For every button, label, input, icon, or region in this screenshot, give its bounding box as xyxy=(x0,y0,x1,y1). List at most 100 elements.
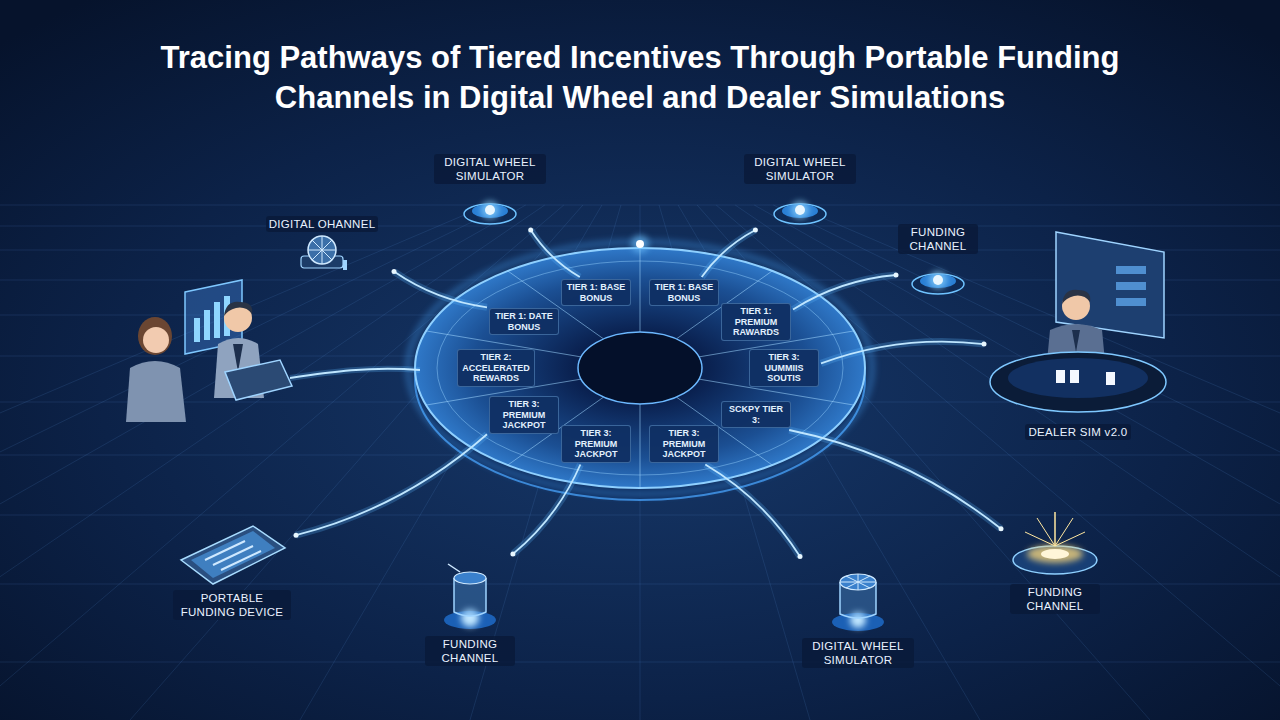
node-label: DIGITAL WHEEL SIMULATOR xyxy=(434,154,546,184)
decor-rect xyxy=(1070,370,1079,383)
decor-line xyxy=(205,541,245,560)
perspective-grid xyxy=(0,205,1280,720)
connector-line xyxy=(821,342,984,364)
decor-ellipse xyxy=(1027,545,1083,563)
decor-rect xyxy=(1116,282,1146,290)
node-label: FUNDING CHANNEL xyxy=(898,224,978,254)
channel-node: DIGITAL WHEEL SIMULATOR xyxy=(744,154,856,228)
flow-connector xyxy=(510,465,580,557)
wheel-hub xyxy=(578,332,702,404)
decor-rect xyxy=(1116,298,1146,306)
wheel-cylinder-icon xyxy=(826,558,890,638)
decor-polygon xyxy=(191,531,275,578)
decor-line xyxy=(1055,532,1085,546)
channel-icon xyxy=(460,184,520,228)
tier-label: TIER 2: ACCELERATED REWARDS xyxy=(461,352,531,384)
connector-glow xyxy=(296,434,487,535)
decor-rect xyxy=(1116,266,1146,274)
wheel-face xyxy=(415,248,865,488)
decor-line xyxy=(312,240,332,260)
node-icon xyxy=(898,254,978,298)
wheel-segment: TIER 3: PREMIUM JACKPOT xyxy=(561,425,631,463)
decor-line xyxy=(221,551,261,570)
connector-dot xyxy=(999,526,1004,531)
node-label: DIGITAL WHEEL SIMULATOR xyxy=(744,154,856,184)
connector-dot xyxy=(982,342,987,347)
decor-circle xyxy=(308,236,336,264)
decor-polygon xyxy=(181,526,285,584)
people-illustration xyxy=(126,280,420,422)
node-label: DEALER SIM v2.0 xyxy=(1025,424,1130,440)
tier-label: TIER 3: PREMIUM JACKPOT xyxy=(653,428,715,460)
decor-line xyxy=(213,546,253,565)
connector-line xyxy=(789,430,1001,529)
grid-line xyxy=(792,205,1280,720)
funding-disc-icon xyxy=(1003,494,1107,584)
decor-rect xyxy=(343,260,347,270)
flow-connector xyxy=(705,465,802,560)
node-label: PORTABLE FUNDING DEVICE xyxy=(173,590,291,620)
grid-line xyxy=(735,205,1280,720)
connector-glow xyxy=(789,430,1001,529)
dealer-illustration xyxy=(986,226,1170,422)
decor-ellipse xyxy=(912,274,964,294)
decor-line xyxy=(1054,512,1056,546)
connector-dot xyxy=(294,533,299,538)
flow-connector xyxy=(821,342,987,364)
channel-node: PORTABLE FUNDING DEVICE xyxy=(170,518,294,620)
woman-head xyxy=(143,327,169,353)
decor-ellipse xyxy=(454,572,486,584)
decor-circle xyxy=(933,275,943,285)
channel-node: FUNDING CHANNEL xyxy=(1003,494,1107,614)
decor-circle xyxy=(795,205,805,215)
grid-line xyxy=(754,205,1280,720)
wheel-divider xyxy=(640,404,641,488)
connector-line xyxy=(702,230,756,277)
connector-dot xyxy=(798,554,803,559)
node-label: DIGITAL WHEEL SIMULATOR xyxy=(802,638,914,668)
node-label: FUNDING CHANNEL xyxy=(1010,584,1100,614)
decor-ellipse xyxy=(1041,549,1069,559)
flow-connector xyxy=(528,228,580,278)
tier-label: TIER 1: BASE BONUS xyxy=(653,282,715,303)
flow-connector xyxy=(793,273,899,310)
grid-line xyxy=(0,205,526,720)
wheel-segment: TIER 1: DATE BONUS xyxy=(489,308,559,335)
channel-node: DIGITAL WHEEL SIMULATOR xyxy=(802,558,914,668)
decor-ellipse xyxy=(464,204,516,224)
diagram-title: Tracing Pathways of Tiered Incentives Th… xyxy=(140,38,1140,118)
connector-glow xyxy=(531,230,580,277)
node-icon xyxy=(802,558,914,638)
decor-ellipse xyxy=(990,352,1166,412)
tablet-icon xyxy=(171,518,293,590)
connector-line xyxy=(513,465,581,555)
wheel-glow xyxy=(408,242,872,494)
decor-line xyxy=(846,576,870,588)
channel-node: DIGITAL OHANNEL xyxy=(252,214,392,274)
flow-connector xyxy=(789,430,1003,531)
node-icon xyxy=(744,184,856,228)
connector-line xyxy=(531,230,580,277)
wheel-device-icon xyxy=(293,232,351,274)
channel-node: FUNDING CHANNEL xyxy=(898,224,978,298)
channel-icon xyxy=(908,254,968,298)
node-icon xyxy=(425,556,515,636)
connector-glow xyxy=(513,465,581,555)
connector-glow xyxy=(394,272,487,308)
wheel-segment: TIER 1: PREMIUM RAWARDS xyxy=(721,303,791,341)
woman-suit xyxy=(126,361,186,422)
tier-label: TIER 1: PREMIUM RAWARDS xyxy=(725,306,787,338)
connector-dot xyxy=(528,228,533,233)
decor-polygon xyxy=(1056,232,1164,338)
node-icon xyxy=(434,184,546,228)
decor-circle xyxy=(929,271,947,289)
decor-line xyxy=(448,564,460,572)
connector-line xyxy=(793,275,896,309)
grid-line xyxy=(773,205,1280,720)
node-label: FUNDING CHANNEL xyxy=(425,636,515,666)
tier-label: TIER 3: UUMMIIS SOUTIS xyxy=(753,352,815,384)
wheel-segment: TIER 3: PREMIUM JACKPOT xyxy=(649,425,719,463)
decor-strand xyxy=(290,369,420,378)
connector-glow xyxy=(821,342,984,364)
